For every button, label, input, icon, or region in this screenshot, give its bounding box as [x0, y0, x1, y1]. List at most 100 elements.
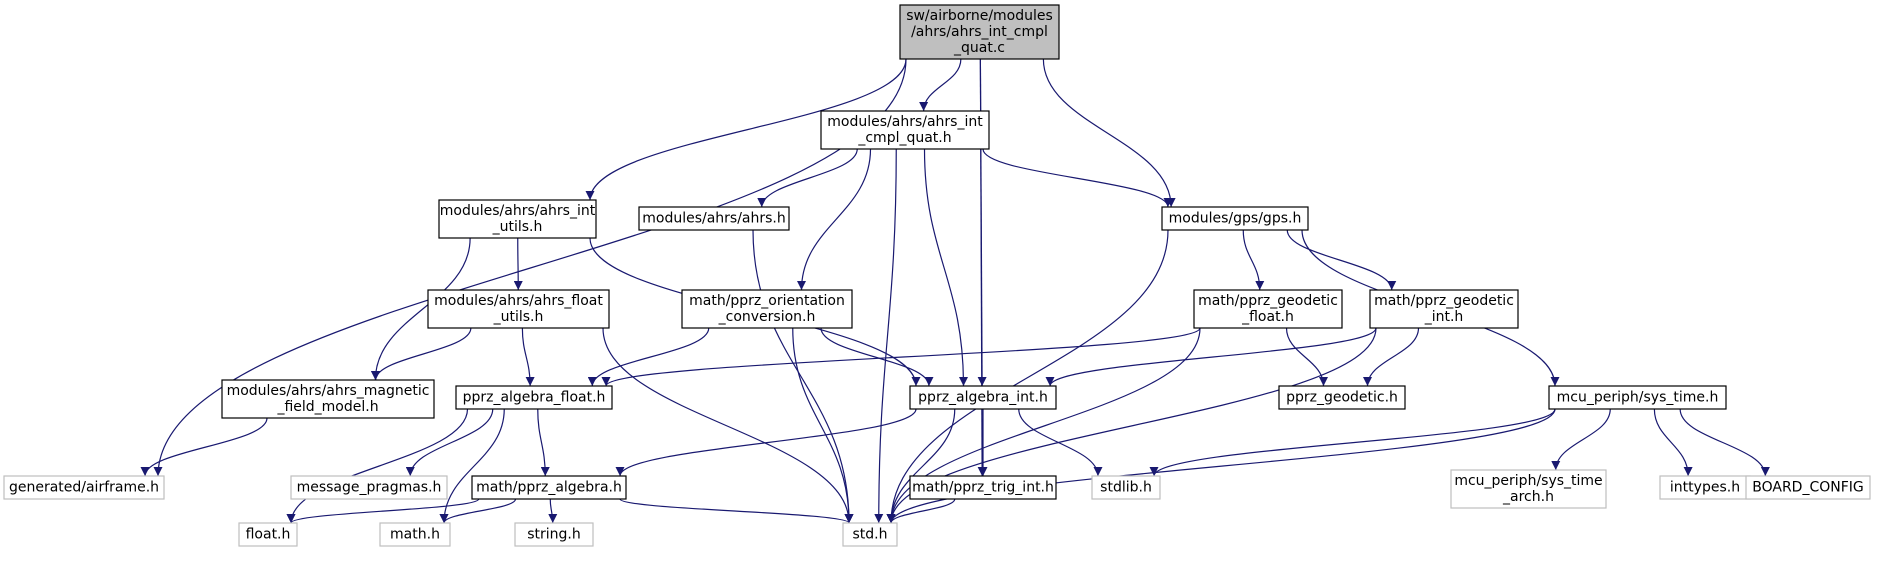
node-box — [290, 475, 448, 500]
node-label-line: pprz_geodetic.h — [1286, 390, 1398, 406]
edge-geo-float-to-std-h — [886, 327, 1201, 524]
node-label-line: generated/airframe.h — [9, 480, 159, 496]
node-label-line: math.h — [390, 527, 440, 543]
nodes-layer: sw/airborne/modules/ahrs/ahrs_int_cmpl_q… — [3, 4, 1871, 547]
node-float-h: float.h — [238, 522, 298, 547]
edge-path — [601, 327, 1201, 387]
node-math-h: math.h — [379, 522, 451, 547]
node-ahrs-h[interactable]: modules/ahrs/ahrs.h — [638, 206, 790, 231]
node-box — [471, 475, 627, 500]
node-box — [1161, 206, 1309, 231]
edge-geo-int-to-alg-int — [1045, 327, 1377, 387]
node-string-h: string.h — [514, 522, 594, 547]
node-label-line: pprz_algebra_int.h — [918, 390, 1048, 406]
edge-path — [371, 327, 472, 381]
node-box — [1548, 385, 1727, 410]
edge-path — [886, 327, 1201, 524]
edge-path — [886, 408, 1556, 524]
node-board: BOARD_CONFIG — [1745, 475, 1871, 500]
edge-path — [982, 148, 1173, 208]
node-alg[interactable]: math/pprz_algebra.h — [471, 475, 627, 500]
node-label-line: float.h — [246, 527, 291, 543]
edge-path — [797, 148, 872, 291]
edge-path — [548, 498, 558, 524]
node-trig[interactable]: math/pprz_trig_int.h — [909, 475, 1057, 500]
edge-alg-int-to-alg — [615, 408, 917, 477]
edge-path — [1042, 58, 1176, 208]
edge-path — [1018, 408, 1103, 477]
edge-path — [874, 148, 897, 524]
node-label-line: mcu_periph/sys_time.h — [1557, 390, 1719, 406]
node-label-line: _cmpl_quat.h — [857, 130, 951, 146]
edge-alg-float-to-msg-pragmas — [405, 408, 494, 477]
node-label-line: math/pprz_algebra.h — [476, 480, 622, 496]
node-box — [638, 206, 790, 231]
edge-path — [1045, 327, 1377, 387]
edge-alg-float-to-math-h — [439, 408, 505, 524]
node-box — [909, 385, 1057, 410]
node-label-line: modules/ahrs/ahrs_int — [440, 203, 596, 219]
edge-cmpl-h-to-orient — [797, 148, 872, 291]
node-box — [1369, 289, 1519, 329]
node-box — [379, 522, 451, 547]
edge-path — [587, 327, 710, 387]
edge-path — [513, 237, 523, 291]
node-label-line: _conversion.h — [718, 309, 816, 325]
node-box — [842, 522, 898, 547]
node-int-utils[interactable]: modules/ahrs/ahrs_int_utils.h — [438, 199, 597, 239]
edge-alg-float-to-float-h — [286, 408, 469, 524]
edge-geo-int-to-geodetic — [1363, 327, 1420, 387]
node-box — [427, 289, 610, 329]
node-cmpl-h[interactable]: modules/ahrs/ahrs_int_cmpl_quat.h — [820, 110, 990, 150]
edge-path — [752, 229, 854, 524]
node-inttypes: inttypes.h — [1659, 475, 1751, 500]
node-label-line: modules/gps/gps.h — [1169, 211, 1302, 227]
node-box — [238, 522, 298, 547]
node-sys-time[interactable]: mcu_periph/sys_time.h — [1548, 385, 1727, 410]
node-geo-int[interactable]: math/pprz_geodetic_int.h — [1369, 289, 1519, 329]
edge-path — [1653, 408, 1693, 477]
edge-alg-to-float-h — [286, 498, 480, 524]
edge-alg-int-to-std-h — [886, 408, 956, 524]
node-label-line: modules/ahrs/ahrs_int — [827, 114, 983, 130]
edge-path — [286, 498, 480, 524]
edge-path — [602, 327, 854, 524]
edge-gps-h-to-geo-int — [1286, 229, 1397, 291]
node-airframe: generated/airframe.h — [3, 475, 165, 500]
edge-alg-int-to-stdlib — [1018, 408, 1103, 477]
node-alg-float[interactable]: pprz_algebra_float.h — [455, 385, 613, 410]
edge-cmpl-h-to-std-h — [874, 148, 897, 524]
node-label-line: _quat.c — [953, 40, 1005, 56]
node-alg-int[interactable]: pprz_algebra_int.h — [909, 385, 1057, 410]
edge-orient-to-std-h — [792, 327, 854, 524]
node-label-line: _utils.h — [493, 309, 544, 325]
edge-gps-h-to-std-h — [886, 229, 1169, 524]
edge-sys-time-to-sys-time-arch — [1551, 408, 1611, 471]
edge-sys-time-to-inttypes — [1653, 408, 1693, 477]
node-mag[interactable]: modules/ahrs/ahrs_magnetic_field_model.h — [221, 379, 435, 419]
edge-int-utils-to-mag — [370, 237, 471, 381]
edge-path — [286, 408, 469, 524]
node-box — [1450, 469, 1607, 509]
node-orient[interactable]: math/pprz_orientation_conversion.h — [681, 289, 853, 329]
node-msg-pragmas: message_pragmas.h — [290, 475, 448, 500]
node-gps-h[interactable]: modules/gps/gps.h — [1161, 206, 1309, 231]
node-geodetic[interactable]: pprz_geodetic.h — [1278, 385, 1406, 410]
edge-path — [619, 498, 854, 524]
node-stdlib: stdlib.h — [1091, 475, 1161, 500]
node-box — [221, 379, 435, 419]
node-float-utils[interactable]: modules/ahrs/ahrs_float_utils.h — [427, 289, 610, 329]
edge-path — [1363, 327, 1420, 387]
node-box — [820, 110, 990, 150]
node-label-line: sw/airborne/modules — [906, 8, 1053, 24]
node-box — [681, 289, 853, 329]
edge-path — [1149, 408, 1556, 477]
node-label-line: math/pprz_trig_int.h — [912, 480, 1054, 496]
node-root[interactable]: sw/airborne/modules/ahrs/ahrs_int_cmpl_q… — [899, 4, 1060, 60]
edge-cmpl-h-to-ahrs-h — [757, 148, 858, 208]
node-box — [514, 522, 594, 547]
node-label-line: message_pragmas.h — [297, 480, 442, 496]
node-geo-float[interactable]: math/pprz_geodetic_float.h — [1193, 289, 1343, 329]
edge-gps-h-to-geo-float — [1242, 229, 1265, 291]
edge-path — [886, 498, 956, 524]
